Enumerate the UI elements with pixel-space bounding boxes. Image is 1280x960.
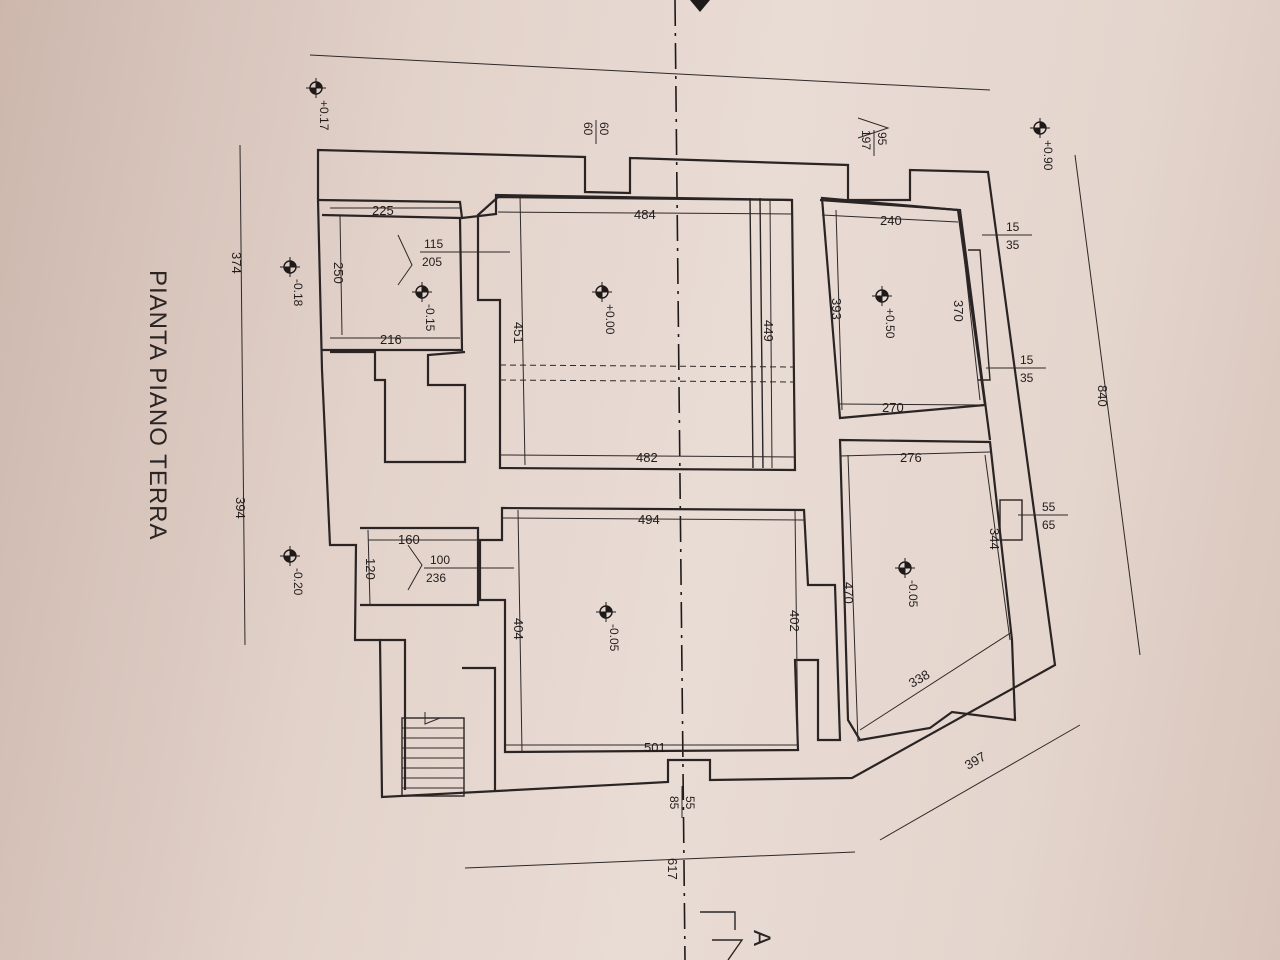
svg-text:85: 85: [667, 796, 681, 810]
room-1: [476, 195, 797, 472]
svg-text:15: 15: [1006, 220, 1020, 234]
svg-text:35: 35: [1006, 238, 1020, 252]
level-marker: +0.90: [1030, 118, 1055, 171]
dim-label: 470: [841, 582, 856, 604]
room-4: [478, 506, 842, 754]
dim-label: 393: [829, 298, 844, 320]
level-marker: -0.15: [412, 282, 437, 332]
svg-text:65: 65: [1042, 518, 1056, 532]
level-markers: +0.17 -0.18 -0.15 +0.00 +0.50 +0.90 -0.20 -0.05…: [280, 78, 1055, 652]
opening-bottom-door: 55 85: [667, 786, 697, 818]
section-arrow-bottom-icon: [700, 911, 744, 960]
svg-text:60: 60: [597, 122, 611, 136]
left-dim-lower: 394: [233, 497, 248, 519]
level-value: -0.18: [291, 279, 305, 307]
dim-label: 494: [638, 512, 660, 527]
section-mark-label: A: [748, 930, 775, 947]
right-dim-height: 840: [1095, 385, 1110, 407]
level-value: -0.05: [607, 624, 621, 652]
svg-text:95: 95: [875, 132, 889, 146]
level-value: -0.05: [906, 580, 920, 608]
level-value: +0.50: [883, 308, 897, 339]
level-value: +0.17: [317, 100, 331, 131]
dim-label: 484: [634, 207, 656, 222]
svg-text:55: 55: [1042, 500, 1056, 514]
dim-label: 240: [880, 213, 902, 228]
dim-label: 370: [951, 300, 966, 322]
dim-label: 250: [331, 262, 346, 284]
section-arrow-top-icon: [690, 0, 710, 12]
level-marker: +0.00: [592, 282, 617, 335]
dim-label: 404: [511, 618, 526, 640]
door-symbols: [397, 117, 890, 591]
svg-text:236: 236: [426, 571, 446, 585]
opening-top-window: 60 60: [581, 120, 611, 144]
level-marker: +0.50: [872, 286, 897, 339]
opening-top-right-door: 95 197: [859, 130, 889, 156]
door-triangle-icon: [407, 544, 423, 591]
section-axis: A: [674, 0, 775, 960]
level-marker: -0.18: [280, 257, 305, 307]
staircase: [401, 712, 465, 797]
dim-label: 276: [900, 450, 922, 465]
svg-text:205: 205: [422, 255, 442, 269]
bottom-right-diagonal-dim: 397: [962, 749, 988, 773]
dim-label: 225: [372, 203, 394, 218]
svg-text:100: 100: [430, 553, 450, 567]
level-value: +0.00: [603, 304, 617, 335]
door-triangle-icon: [857, 117, 890, 139]
svg-text:60: 60: [581, 122, 595, 136]
svg-text:15: 15: [1020, 353, 1034, 367]
dim-label: 120: [363, 558, 378, 580]
level-marker: -0.05: [596, 602, 621, 652]
opening-labels: 60 60 95 197 15 35 15 35 55 65 55 85: [420, 120, 1068, 818]
dim-label: 402: [787, 610, 802, 632]
dim-label: 338: [906, 667, 932, 691]
level-value: -0.15: [423, 304, 437, 332]
dim-label: 344: [987, 528, 1002, 550]
level-marker: +0.17: [306, 78, 331, 131]
level-marker: -0.20: [280, 546, 305, 596]
dim-label: 270: [882, 400, 904, 415]
dim-label: 501: [644, 740, 666, 755]
opening-door-corridor: 100 236: [424, 553, 514, 585]
dim-label: 451: [511, 322, 526, 344]
dim-label: 449: [761, 320, 776, 342]
left-dim-upper: 374: [229, 252, 244, 274]
opening-right-window-1: 15 35: [982, 220, 1032, 252]
dim-label: 160: [398, 532, 420, 547]
dimension-lines: [239, 54, 1141, 869]
svg-text:35: 35: [1020, 371, 1034, 385]
svg-text:55: 55: [683, 796, 697, 810]
svg-text:197: 197: [859, 130, 873, 150]
room-3: [838, 438, 1023, 742]
level-value: +0.90: [1041, 140, 1055, 171]
svg-text:115: 115: [424, 237, 443, 251]
level-value: -0.20: [291, 568, 305, 596]
level-marker: -0.05: [895, 558, 920, 608]
corridor: [360, 526, 497, 797]
dim-label: 482: [636, 450, 658, 465]
opening-door-small-room: 115 205: [420, 237, 510, 269]
room-dimension-labels: 225 250 216 484 451 449 482 240 393 370 …: [331, 203, 1002, 755]
room-small: [321, 213, 467, 464]
bottom-dim-width: 617: [665, 858, 680, 880]
door-triangle-icon: [397, 234, 413, 286]
dim-label: 216: [380, 332, 402, 347]
sheet-title: PIANTA PIANO TERRA: [144, 270, 171, 541]
opening-right-window-2: 15 35: [986, 353, 1046, 385]
opening-right-window-3: 55 65: [1018, 500, 1068, 532]
